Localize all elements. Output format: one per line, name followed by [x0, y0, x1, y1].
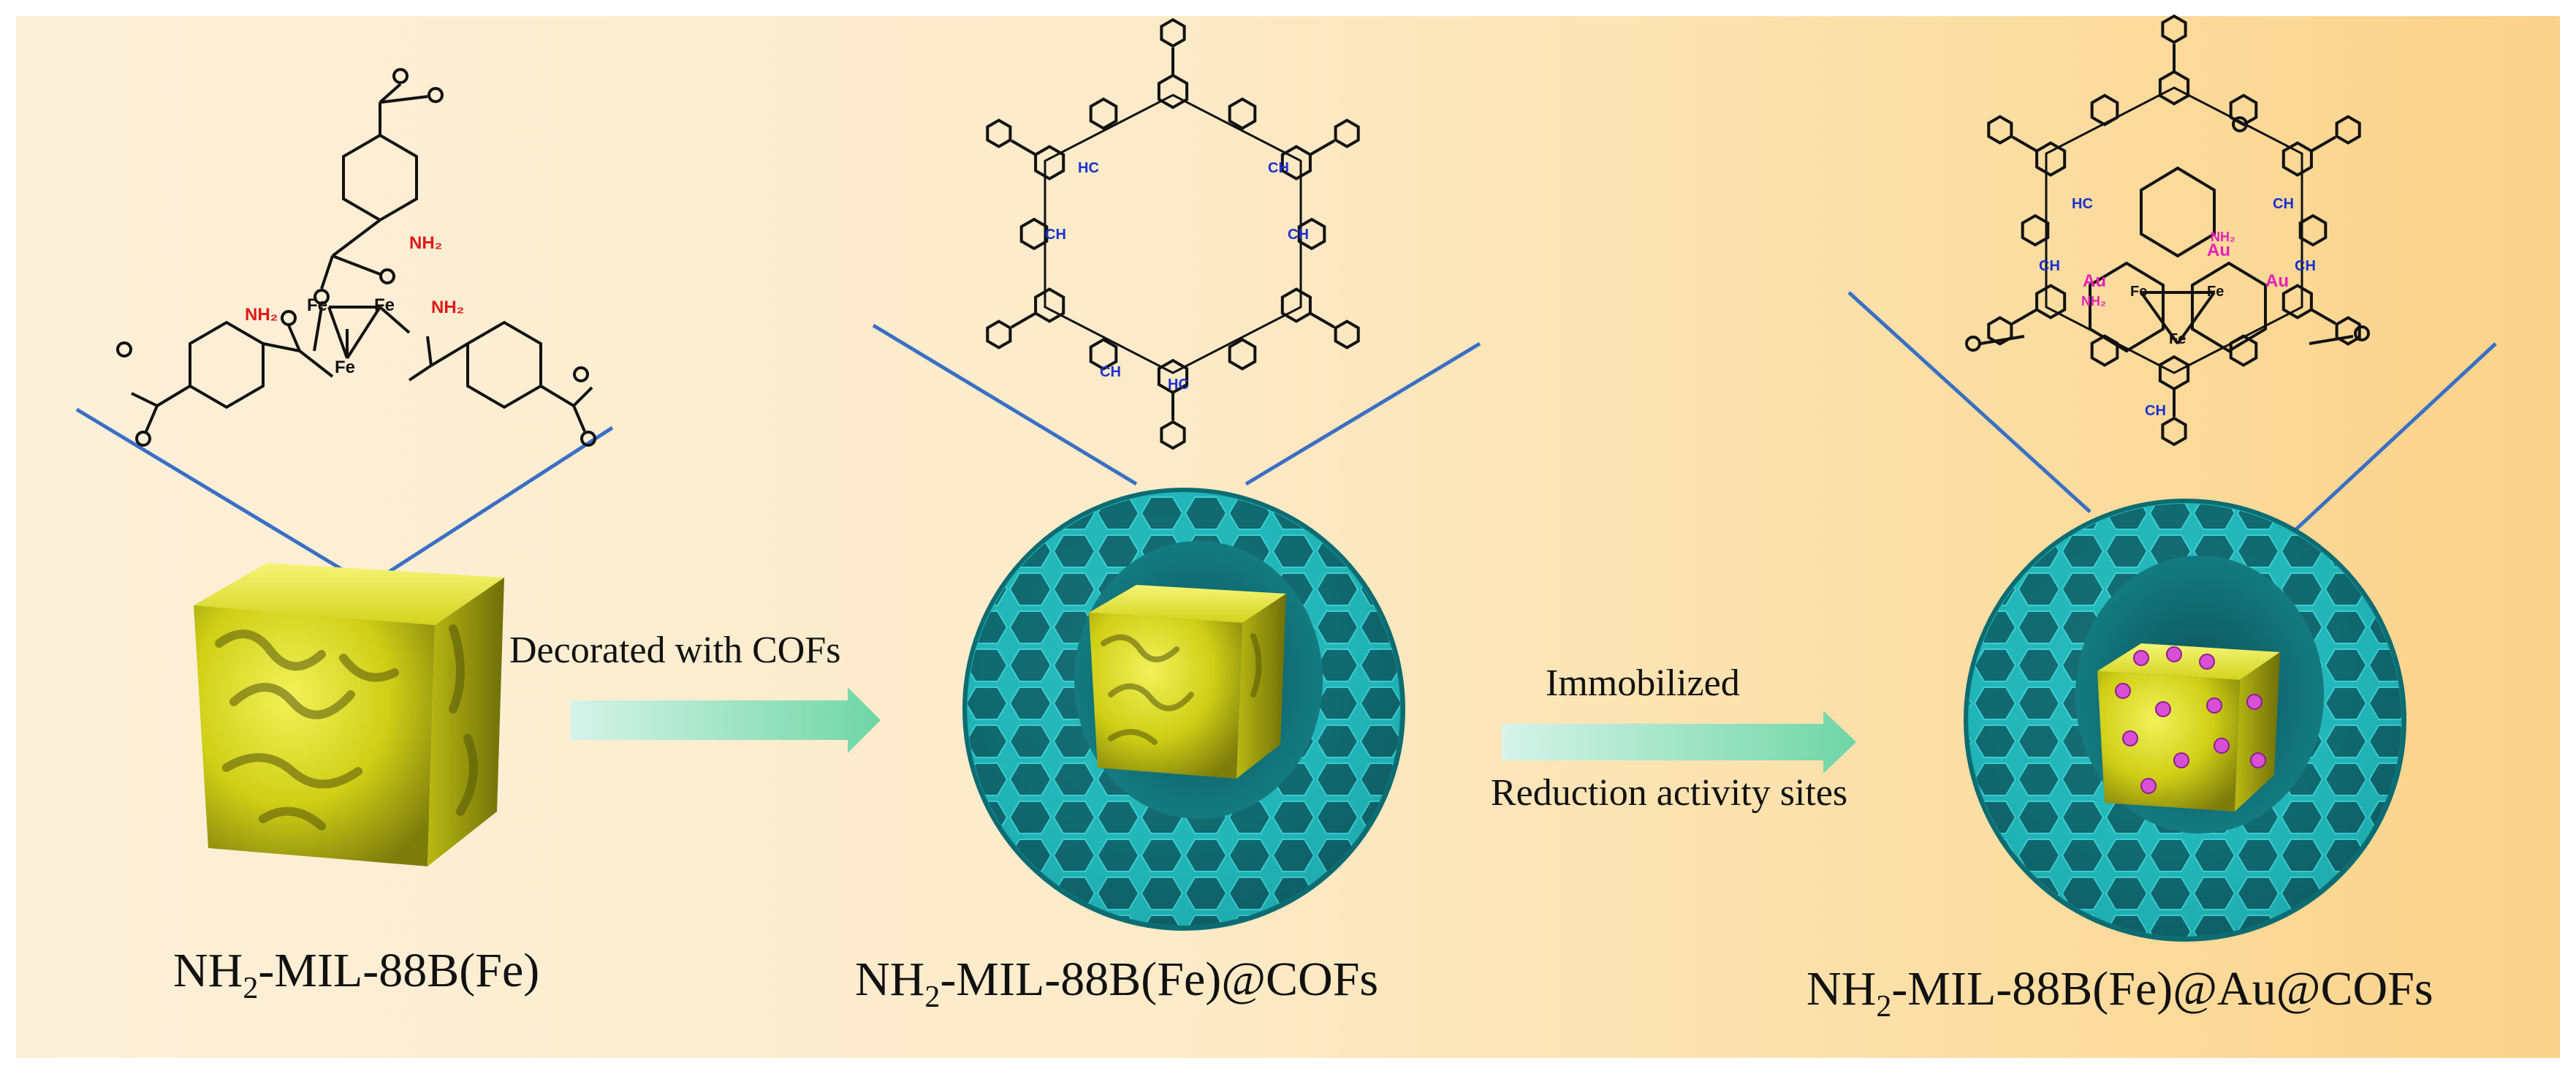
benzene-ring	[1036, 290, 1063, 322]
label-cof-prefix: NH	[855, 953, 924, 1006]
benzene-ring	[1161, 422, 1184, 448]
atom-label-imine: HC	[1168, 377, 1189, 393]
arrow-label-reduction-sites: Reduction activity sites	[1491, 771, 1847, 814]
benzene-ring	[2037, 143, 2064, 175]
benzene-ring	[1022, 219, 1047, 249]
benzene-ring	[1159, 75, 1187, 107]
atom-label-gold: Au	[2083, 271, 2106, 291]
atom-label-amine: NH₂	[431, 298, 464, 317]
process-arrow-2	[1502, 711, 1856, 774]
atom-label-amine: NH₂	[2081, 294, 2106, 309]
benzene-ring	[2037, 286, 2064, 318]
label-mof-prefix: NH	[173, 944, 243, 997]
atom-label-imine: CH	[2039, 258, 2060, 274]
benzene-ring	[987, 322, 1010, 348]
benzene-ring	[1283, 290, 1310, 322]
arrow-label-immobilized: Immobilized	[1546, 662, 1740, 705]
benzene-ring	[2162, 418, 2185, 445]
arrow-label-decorated: Decorated with COFs	[509, 629, 840, 672]
label-au-subscript: 2	[1876, 990, 1891, 1024]
atom-label-imine: HC	[2072, 196, 2093, 212]
label-mof: NH2-MIL-88B(Fe)	[173, 943, 539, 999]
benzene-ring	[987, 121, 1010, 147]
atom-label-imine: CH	[2145, 403, 2166, 419]
benzene-ring	[1161, 20, 1184, 46]
label-au-prefix: NH	[1806, 962, 1876, 1016]
label-mof-au-cof: NH2-MIL-88B(Fe)@Au@COFs	[1806, 961, 2433, 1017]
benzene-ring	[2023, 216, 2048, 245]
mof-crystal-cube	[194, 563, 504, 866]
connector-line-au-right	[2287, 344, 2496, 537]
atom-label-iron: Fe	[2207, 284, 2224, 300]
benzene-ring	[2300, 216, 2326, 245]
atom-label-iron: Fe	[307, 295, 327, 315]
connector-line-cof-left	[873, 325, 1136, 484]
benzene-ring	[1230, 99, 1255, 129]
atom-label-iron: Fe	[2169, 331, 2186, 347]
atom-label-amine: NH₂	[2211, 230, 2235, 244]
cof-ring-backbone	[1045, 95, 1301, 373]
atom-label-imine: CH	[2295, 258, 2316, 274]
benzene-ring	[2284, 143, 2311, 175]
atom-label-amine: NH₂	[409, 233, 442, 253]
atom-label-imine: CH	[1100, 364, 1121, 380]
benzene-ring	[1036, 147, 1063, 179]
label-au-suffix: -MIL-88B(Fe)@Au@COFs	[1891, 962, 2433, 1016]
au-cof-nodes	[1988, 16, 2359, 445]
atom-label-imine: CH	[2273, 196, 2294, 212]
atom-label-amine: NH₂	[245, 305, 278, 325]
mof-molecular-structure	[118, 69, 595, 445]
benzene-ring	[1091, 99, 1117, 129]
atom-label-imine: CH	[1045, 227, 1066, 243]
benzene-ring	[2092, 96, 2118, 125]
benzene-ring	[1230, 340, 1255, 369]
au-cof-molecular-structure	[1967, 16, 2368, 445]
atom-label-gold: Au	[2265, 271, 2289, 291]
atom-label-iron: Fe	[2130, 284, 2147, 300]
benzene-ring	[2337, 117, 2360, 143]
benzene-ring	[343, 135, 417, 220]
label-cof-subscript: 2	[924, 980, 940, 1014]
label-cof-suffix: -MIL-88B(Fe)@COFs	[940, 953, 1378, 1006]
au-decorated-mof-cube	[2097, 643, 2280, 812]
benzene-ring	[1336, 322, 1359, 348]
benzene-ring	[468, 322, 541, 407]
benzene-ring	[2092, 336, 2118, 366]
benzene-ring	[190, 322, 263, 407]
mof-crystal-cube-inside	[1089, 585, 1286, 779]
connector-line-mof-left	[77, 409, 343, 570]
connector-line-au-left	[1849, 292, 2090, 512]
benzene-ring	[2231, 336, 2257, 366]
label-mof-cof: NH2-MIL-88B(Fe)@COFs	[855, 952, 1378, 1007]
atom-label-iron: Fe	[374, 295, 395, 315]
connector-line-cof-right	[1246, 344, 1480, 484]
atom-label-imine: CH	[1268, 160, 1289, 176]
label-mof-subscript: 2	[243, 972, 258, 1005]
atom-label-imine: CH	[1288, 227, 1309, 243]
benzene-ring	[1988, 117, 2011, 143]
atom-label-iron: Fe	[335, 358, 355, 377]
benzene-ring	[2162, 16, 2185, 42]
process-arrow-1	[570, 687, 881, 753]
benzene-ring	[1336, 121, 1359, 147]
atom-label-imine: HC	[1078, 160, 1099, 176]
connector-line-mof-right	[380, 428, 612, 578]
cof-atom-labels: HC CH HC CH CH CH	[1045, 160, 1309, 393]
label-mof-suffix: -MIL-88B(Fe)	[258, 944, 539, 997]
